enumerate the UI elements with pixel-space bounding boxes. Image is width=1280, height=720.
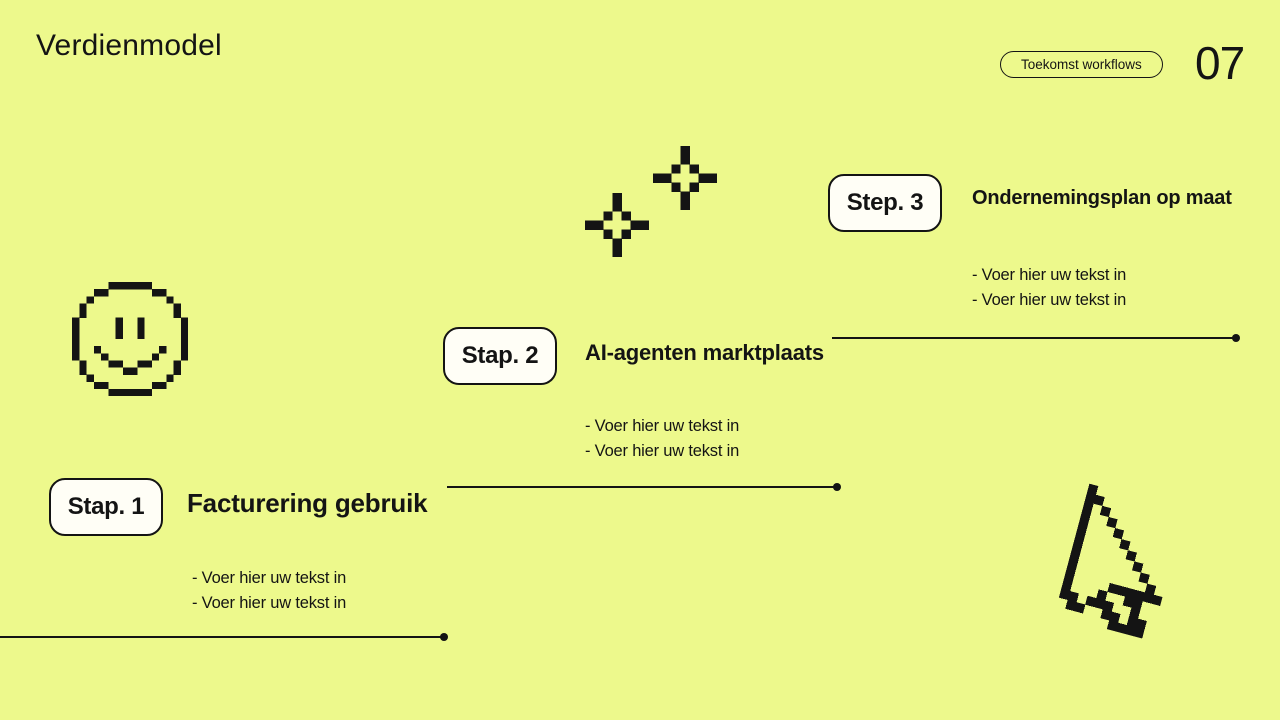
- step-2-badge: Stap. 2: [443, 327, 557, 385]
- pixel-sparkle-icon: [585, 193, 649, 257]
- connector-end-dot: [1232, 334, 1240, 342]
- pixel-sparkle-icon: [653, 146, 717, 210]
- pixel-smiley-icon: [72, 282, 188, 396]
- step-1-bullets: - Voer hier uw tekst in - Voer hier uw t…: [192, 566, 346, 616]
- connector-end-dot: [440, 633, 448, 641]
- step-1-badge: Stap. 1: [49, 478, 163, 536]
- connector-end-dot: [833, 483, 841, 491]
- step-1-connector-line: [0, 633, 448, 641]
- page-number: 07: [1195, 37, 1245, 89]
- step-3-badge: Step. 3: [828, 174, 942, 232]
- step-1-badge-label: Stap. 1: [67, 493, 145, 520]
- step-3-bullets: - Voer hier uw tekst in - Voer hier uw t…: [972, 263, 1126, 313]
- bullet-line: - Voer hier uw tekst in: [192, 569, 347, 587]
- step-2-bullets: - Voer hier uw tekst in - Voer hier uw t…: [585, 414, 739, 464]
- bullet-line: - Voer hier uw tekst in: [972, 291, 1127, 309]
- step-2-title: AI-agenten marktplaats: [585, 340, 824, 365]
- bullet-line: - Voer hier uw tekst in: [585, 442, 740, 460]
- step-3-connector-line: [832, 334, 1240, 342]
- step-1-title: Facturering gebruik: [187, 488, 428, 518]
- tag-pill: Toekomst workflows: [1000, 51, 1163, 78]
- pixel-cursor-icon: [1054, 483, 1186, 641]
- step-3-badge-label: Step. 3: [846, 189, 924, 216]
- step-3-title: Ondernemingsplan op maat: [972, 187, 1232, 209]
- bullet-line: - Voer hier uw tekst in: [192, 594, 347, 612]
- bullet-line: - Voer hier uw tekst in: [585, 417, 740, 435]
- step-2-connector-line: [447, 483, 841, 491]
- page-title: Verdienmodel: [36, 29, 222, 62]
- tag-pill-label: Toekomst workflows: [1021, 57, 1142, 72]
- step-2-badge-label: Stap. 2: [461, 342, 539, 369]
- bullet-line: - Voer hier uw tekst in: [972, 266, 1127, 284]
